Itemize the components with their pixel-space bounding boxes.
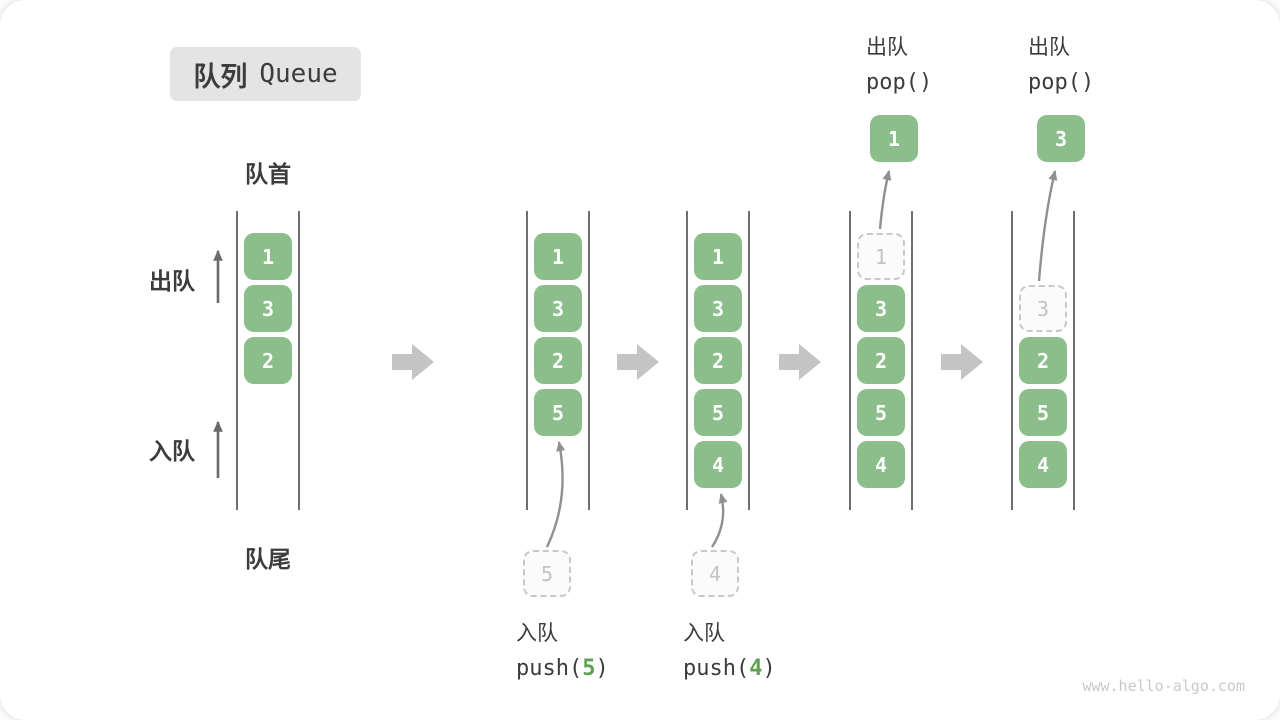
title-en: Queue xyxy=(259,59,338,89)
op-arg: 4 xyxy=(749,656,763,681)
op-label-zh: 出队 xyxy=(1028,35,1070,59)
queue-element: 3 xyxy=(244,285,292,332)
queue-element: 1 xyxy=(534,233,582,280)
enqueue-op-label: 入队 push(4) xyxy=(683,616,776,687)
queue-element: 5 xyxy=(694,389,742,436)
watermark: www.hello-algo.com xyxy=(1082,677,1245,695)
queue-element: 1 xyxy=(694,233,742,280)
queue-element: 3 xyxy=(694,285,742,332)
queue-element: 2 xyxy=(694,337,742,384)
title-zh: 队列 xyxy=(193,61,248,93)
queue-element: 4 xyxy=(857,441,905,488)
queue-element: 2 xyxy=(857,337,905,384)
flow-arrow-icon xyxy=(779,344,821,380)
operation-arrow-icon xyxy=(545,441,566,548)
queue-element: 4 xyxy=(1019,441,1067,488)
popped-element: 3 xyxy=(1037,115,1085,162)
flow-arrow-icon xyxy=(617,344,659,380)
operation-arrow-icon xyxy=(1037,170,1058,282)
operation-arrow-icon xyxy=(878,170,892,230)
staging-element: 4 xyxy=(691,550,739,597)
op-arg: 5 xyxy=(582,656,596,681)
queue-front-label: 队首 xyxy=(245,162,291,188)
popped-element: 1 xyxy=(870,115,918,162)
queue-rear-label: 队尾 xyxy=(245,547,291,573)
queue-element: 2 xyxy=(534,337,582,384)
queue-element: 4 xyxy=(694,441,742,488)
figure-title: 队列 Queue xyxy=(170,47,361,101)
dequeue-op-label: 出队 pop() xyxy=(1028,30,1094,101)
queue-element: 2 xyxy=(244,337,292,384)
op-code: pop() xyxy=(866,70,933,95)
operation-arrow-icon xyxy=(711,493,728,548)
queue-element: 3 xyxy=(857,285,905,332)
queue-element: 5 xyxy=(1019,389,1067,436)
dequeue-side-label: 出队 xyxy=(149,269,195,295)
op-label-zh: 出队 xyxy=(866,35,908,59)
staging-element: 5 xyxy=(523,550,571,597)
op-code: pop() xyxy=(1028,70,1095,95)
op-code: push(4) xyxy=(683,656,776,681)
queue-element: 5 xyxy=(857,389,905,436)
op-code: push(5) xyxy=(516,656,609,681)
enqueue-side-label: 入队 xyxy=(149,439,195,465)
queue-element: 3 xyxy=(534,285,582,332)
op-label-zh: 入队 xyxy=(516,621,558,645)
op-label-zh: 入队 xyxy=(683,621,725,645)
queue-element-removed: 1 xyxy=(857,233,905,280)
queue-element: 5 xyxy=(534,389,582,436)
enqueue-op-label: 入队 push(5) xyxy=(516,616,609,687)
flow-arrow-icon xyxy=(392,344,434,380)
queue-element: 2 xyxy=(1019,337,1067,384)
queue-element: 1 xyxy=(244,233,292,280)
queue-element-removed: 3 xyxy=(1019,285,1067,332)
flow-arrow-icon xyxy=(941,344,983,380)
dequeue-op-label: 出队 pop() xyxy=(866,30,932,101)
